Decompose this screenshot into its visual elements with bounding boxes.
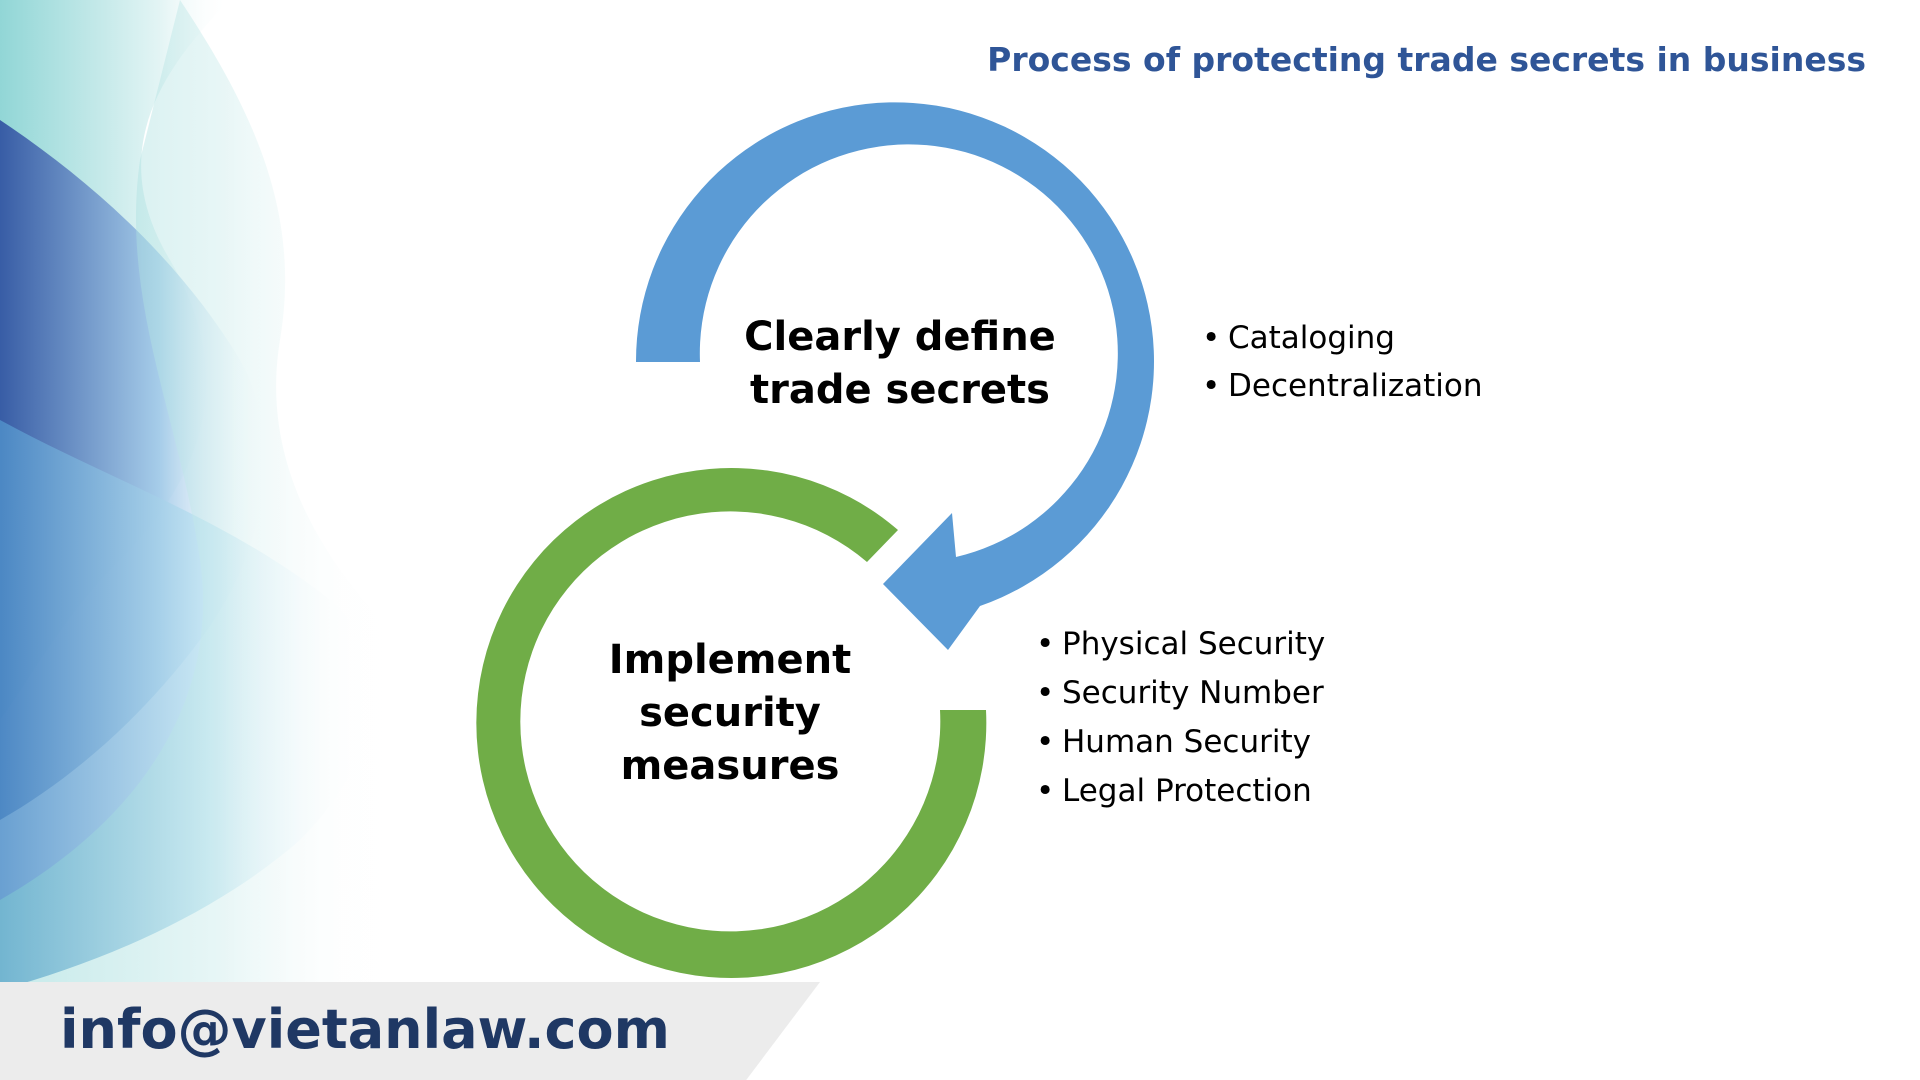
bullet-list-define: Cataloging Decentralization xyxy=(1202,314,1482,410)
step-label-line: Clearly define xyxy=(744,314,1056,360)
step-label-define: Clearly define trade secrets xyxy=(700,311,1100,417)
step-label-line: measures xyxy=(620,743,840,789)
footer-band xyxy=(0,982,820,1080)
bullet-item: Cataloging xyxy=(1202,314,1482,362)
bullet-item: Legal Protection xyxy=(1036,767,1325,816)
step-label-line: Implement xyxy=(608,637,852,683)
slide-title: Process of protecting trade secrets in b… xyxy=(987,40,1866,79)
bullet-item: Decentralization xyxy=(1202,362,1482,410)
bullet-list-implement: Physical Security Security Number Human … xyxy=(1036,620,1325,816)
step-label-implement: Implement security measures xyxy=(530,634,930,793)
step-label-line: trade secrets xyxy=(750,367,1050,413)
bullet-item: Human Security xyxy=(1036,718,1325,767)
footer-email: info@vietanlaw.com xyxy=(60,998,670,1061)
bullet-item: Physical Security xyxy=(1036,620,1325,669)
bullet-item: Security Number xyxy=(1036,669,1325,718)
step-label-line: security xyxy=(639,690,821,736)
